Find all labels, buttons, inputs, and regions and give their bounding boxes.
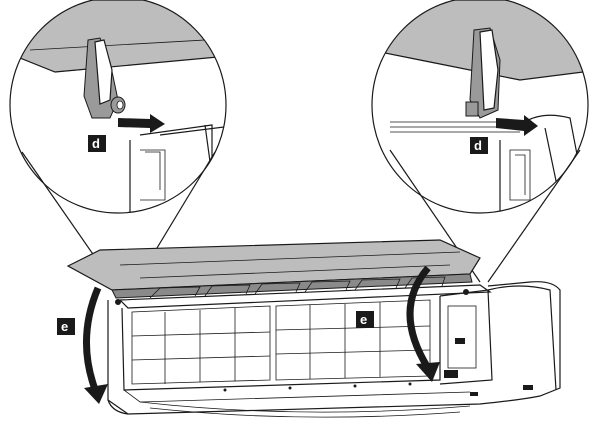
front-panel-lid (66, 239, 481, 299)
left-hinge-arm (83, 37, 126, 119)
left-pull-arrow (118, 114, 165, 133)
right-d-label: d (474, 138, 482, 153)
right-rotation-arrow (406, 265, 440, 382)
right-pull-arrow (496, 115, 538, 136)
air-filters (131, 299, 431, 385)
left-d-label: d (92, 136, 100, 151)
left-rotation-arrow (82, 286, 108, 404)
left-detail-callout: d (9, 0, 227, 297)
left-d-label-box (88, 135, 106, 152)
top-ribs (149, 276, 446, 299)
right-detail-callout: d (371, 0, 589, 283)
right-e-label: e (360, 312, 367, 327)
right-e-label-box (356, 311, 374, 328)
connector (455, 338, 465, 344)
right-hinge-arm (465, 27, 501, 119)
indoor-unit (66, 239, 561, 418)
small-part (444, 370, 458, 378)
right-d-label-box (470, 137, 488, 154)
left-e-label: e (61, 319, 68, 334)
left-e-label-box (57, 318, 75, 335)
control-box (447, 305, 477, 369)
